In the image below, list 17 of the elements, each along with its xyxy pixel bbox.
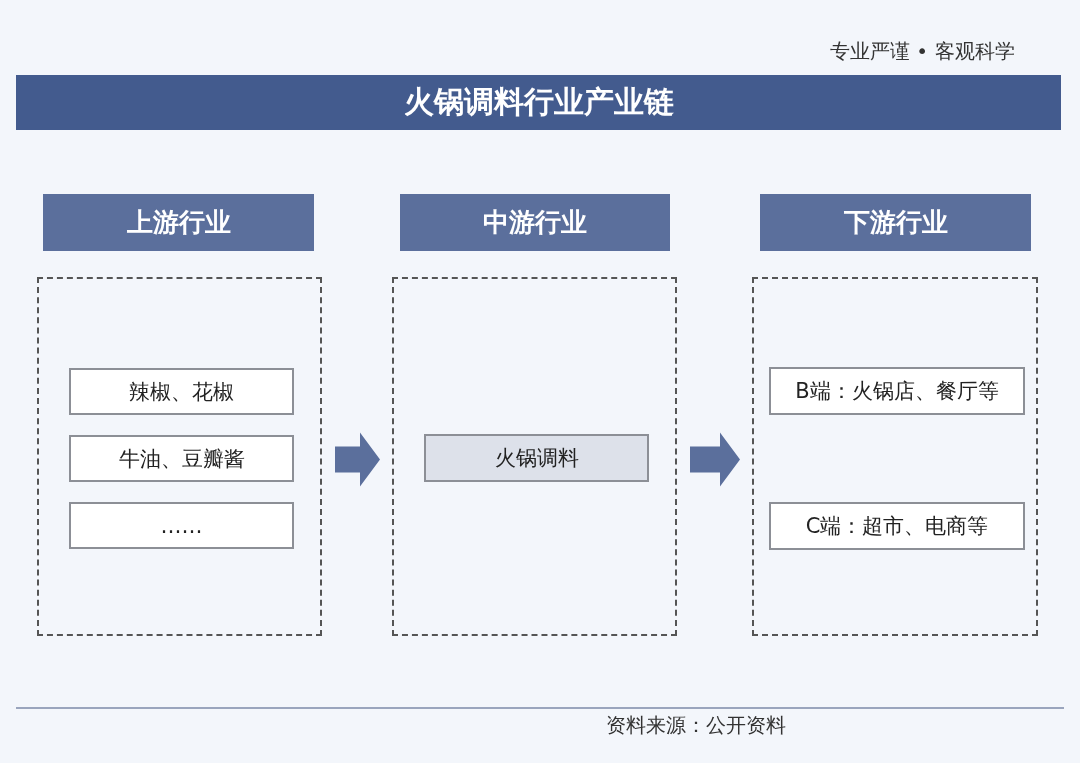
item-box: 辣椒、花椒 bbox=[69, 368, 294, 415]
group-frame bbox=[752, 277, 1038, 636]
block-arrow bbox=[335, 432, 380, 487]
tagline: 专业严谨 • 客观科学 bbox=[830, 38, 1015, 65]
item-box: 火锅调料 bbox=[424, 434, 649, 482]
source-note: 资料来源：公开资料 bbox=[606, 712, 786, 739]
item-box: 牛油、豆瓣酱 bbox=[69, 435, 294, 482]
item-box: …… bbox=[69, 502, 294, 549]
group-frame bbox=[392, 277, 677, 636]
block-arrow bbox=[690, 432, 740, 487]
stage-header: 中游行业 bbox=[400, 194, 670, 251]
group-frame bbox=[37, 277, 322, 636]
stage-header: 上游行业 bbox=[43, 194, 314, 251]
stage-header: 下游行业 bbox=[760, 194, 1031, 251]
item-box: B端：火锅店、餐厅等 bbox=[769, 367, 1025, 415]
item-box: C端：超市、电商等 bbox=[769, 502, 1025, 550]
title-banner: 火锅调料行业产业链 bbox=[16, 75, 1061, 130]
